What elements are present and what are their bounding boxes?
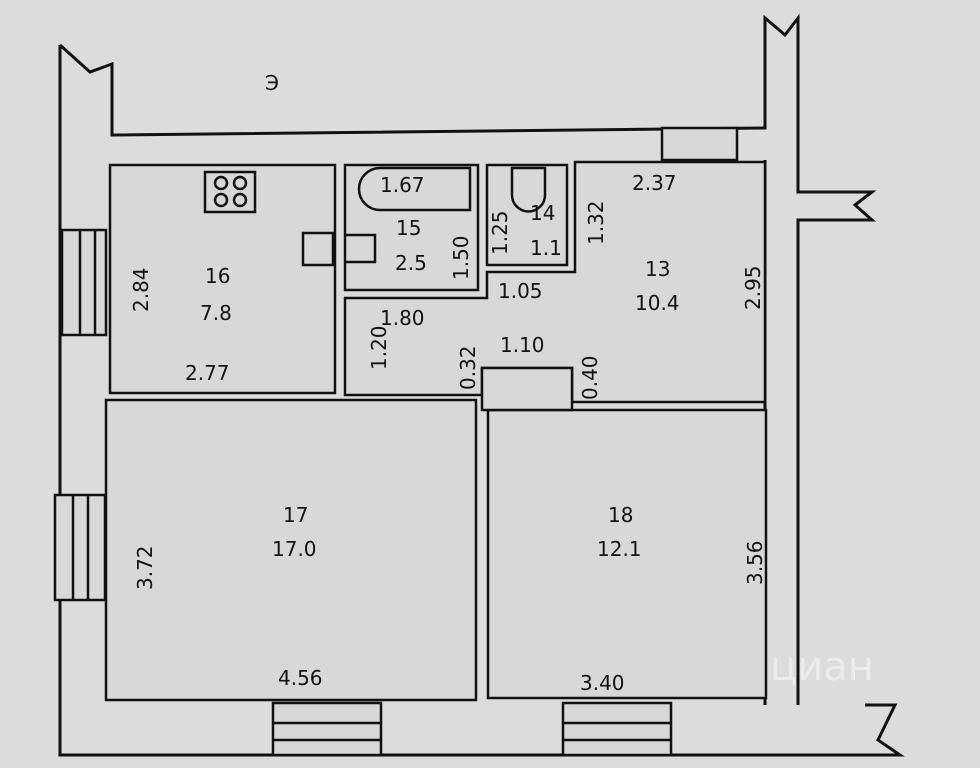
room-15-bathroom [343, 163, 480, 292]
room-14-number: 14 [530, 201, 555, 225]
room-18-number: 18 [608, 503, 633, 527]
room-13-number: 13 [645, 257, 670, 281]
watermark: циан [770, 644, 874, 690]
room-13-top: 2.37 [632, 171, 677, 195]
washbasin-icon [345, 233, 377, 264]
bathtub-length: 1.67 [380, 173, 425, 197]
toilet-icon [510, 166, 547, 213]
room-17-area: 17.0 [272, 537, 317, 561]
window-kitchen [60, 228, 108, 337]
sink-icon [301, 231, 335, 267]
room-18-area: 12.1 [597, 537, 642, 561]
room-13-left: 1.32 [584, 200, 608, 245]
window-room17-bottom [271, 701, 383, 757]
room-16-area: 7.8 [200, 301, 232, 325]
room-14-toilet [485, 163, 569, 267]
corridor-height: 1.20 [367, 325, 391, 370]
room-17-number: 17 [283, 503, 308, 527]
room-15-number: 15 [396, 216, 421, 240]
corridor-b: 0.40 [578, 355, 602, 400]
room-16-kitchen [108, 163, 337, 395]
room-14-width: 1.05 [498, 279, 543, 303]
room-15-area: 2.5 [395, 251, 427, 275]
bathtub-icon [357, 166, 472, 212]
room-13-area: 10.4 [635, 291, 680, 315]
north-mark: Э [265, 71, 279, 95]
room-18-height: 3.56 [743, 540, 767, 585]
window-room17-left [53, 493, 107, 602]
room-16-width: 2.77 [185, 361, 230, 385]
room-14-area: 1.1 [530, 236, 562, 260]
outer-wall-top-left-break [58, 13, 877, 705]
outer-wall-left [58, 45, 905, 757]
room-17 [104, 398, 478, 702]
entry-door [660, 126, 739, 162]
room-18 [486, 408, 768, 700]
room-16-height: 2.84 [129, 267, 153, 312]
room-16-number: 16 [205, 264, 230, 288]
window-room18-bottom [561, 701, 673, 757]
corridor-width: 1.10 [500, 333, 545, 357]
room-18-width: 3.40 [580, 671, 625, 695]
room-17-width: 4.56 [278, 666, 323, 690]
room-13-height: 2.95 [741, 265, 765, 310]
corridor-a: 0.32 [456, 345, 480, 390]
stove-icon [203, 170, 257, 214]
closet [480, 366, 574, 412]
room-15-height: 1.50 [449, 235, 473, 280]
room-15-width: 1.80 [380, 306, 425, 330]
room-17-height: 3.72 [133, 545, 157, 590]
room-14-height: 1.25 [488, 210, 512, 255]
